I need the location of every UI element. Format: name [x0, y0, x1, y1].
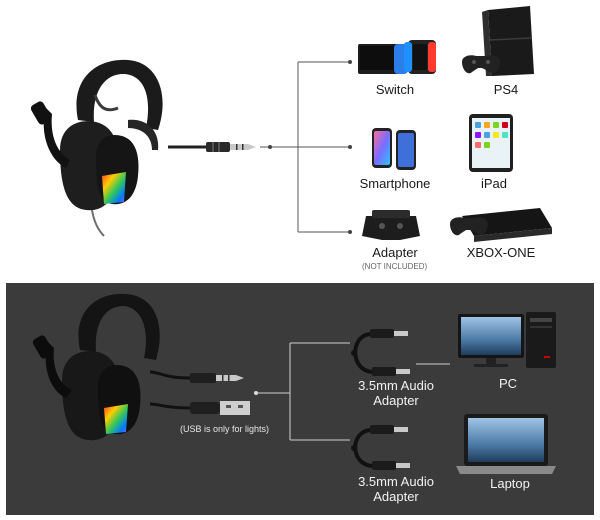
usb-cable: [149, 401, 250, 415]
device-label-laptop: Laptop: [490, 476, 530, 491]
bottom-connector-lines: [256, 342, 450, 441]
device-label-switch: Switch: [375, 82, 415, 97]
adapter-not-included-note: (NOT INCLUDED): [362, 262, 428, 271]
desktop-pc-icon: [458, 312, 556, 368]
laptop-icon: [456, 414, 556, 474]
device-label-smartphone: Smartphone: [359, 176, 431, 191]
ps4-console-icon: [462, 6, 534, 76]
audio-jack-cable: [168, 142, 256, 152]
audio-adapter-icon: [351, 329, 410, 376]
headset-image: [30, 59, 163, 237]
smartphone-icon: [372, 128, 416, 170]
headset-image-bottom: [32, 293, 160, 441]
device-label-pc: PC: [498, 376, 518, 391]
ipad-icon: [469, 114, 513, 172]
controller-adapter-icon: [362, 210, 420, 240]
usb-lights-note: (USB is only for lights): [180, 424, 270, 434]
audio-adapter-label-2-line2: Adapter: [373, 489, 419, 504]
switch-console-icon: [358, 40, 436, 74]
device-label-ipad: iPad: [480, 176, 508, 191]
device-label-adapter: Adapter: [372, 245, 418, 260]
xbox-one-console-icon: [450, 208, 552, 242]
top-connector-lines: [260, 61, 350, 233]
audio-adapter-icon-2: [351, 425, 410, 470]
audio-jack-cable-bottom: [149, 370, 244, 383]
audio-adapter-label-1-line2: Adapter: [373, 393, 419, 408]
audio-adapter-label-2-line1: 3.5mm Audio: [358, 474, 434, 489]
device-label-xbox-one: XBOX-ONE: [466, 245, 536, 260]
device-label-ps4: PS4: [493, 82, 519, 97]
audio-adapter-label-1-line1: 3.5mm Audio: [358, 378, 434, 393]
